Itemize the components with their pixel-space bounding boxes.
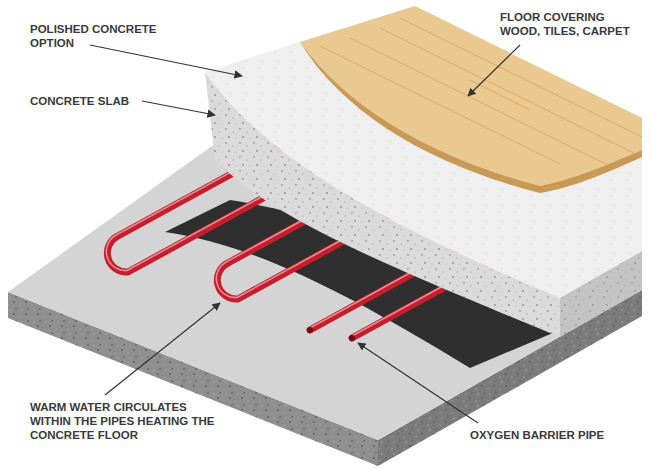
callout-label: OXYGEN BARRIER PIPE <box>470 428 640 442</box>
callout-label: POLISHED CONCRETE OPTION <box>30 22 180 50</box>
callout-label: WARM WATER CIRCULATES WITHIN THE PIPES H… <box>30 400 220 442</box>
leader-line <box>468 45 520 96</box>
leader-line <box>90 45 242 76</box>
callout-label: FLOOR COVERING <box>500 10 645 24</box>
grain-line <box>380 28 650 161</box>
leader-line <box>142 101 215 115</box>
grain-line <box>350 38 620 171</box>
callout-label: WOOD, TILES, CARPET <box>500 24 645 38</box>
callout-label: CONCRETE SLAB <box>30 94 190 108</box>
wood-floor-edge <box>300 42 642 193</box>
leader-line <box>358 343 478 423</box>
leader-line <box>105 303 220 395</box>
grain-line <box>400 18 650 141</box>
pipe-end <box>349 335 355 341</box>
wood-grain <box>320 18 650 171</box>
leader-lines <box>90 45 520 423</box>
pipe-end <box>307 327 313 333</box>
